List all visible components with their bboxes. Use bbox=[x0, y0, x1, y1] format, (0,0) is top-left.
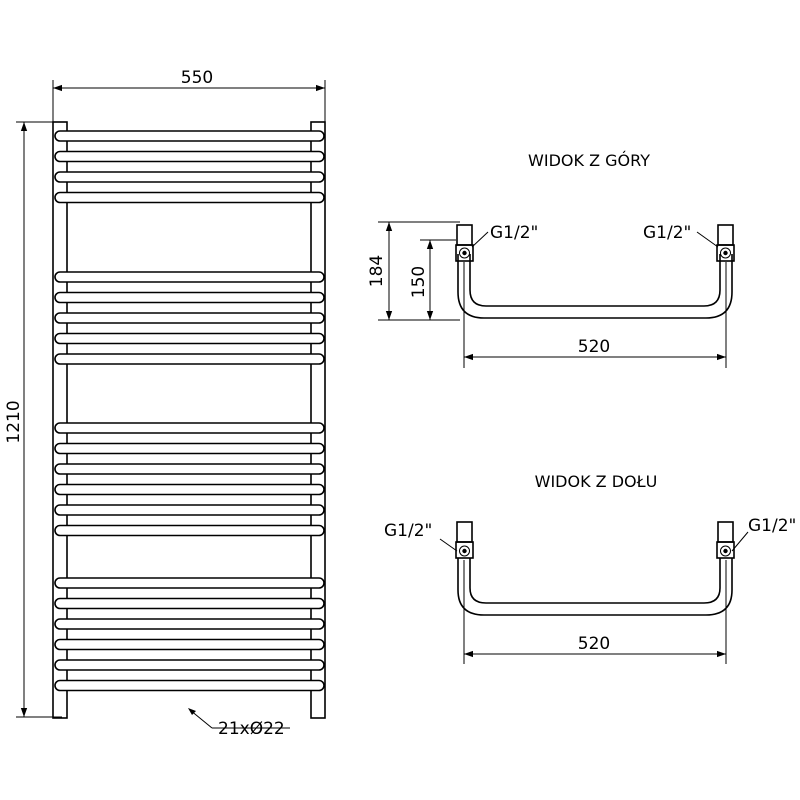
right-collector bbox=[310, 121, 326, 719]
heating-bar bbox=[54, 618, 325, 630]
heating-bar bbox=[54, 442, 325, 455]
bottom-view: WIDOK Z DOŁU G1/2" G1/2" 520 bbox=[384, 472, 796, 664]
top-view-title: WIDOK Z GÓRY bbox=[528, 151, 650, 170]
heating-bar bbox=[54, 638, 325, 651]
top-view-bar-outer bbox=[457, 254, 733, 319]
bottom-left-connector-label: G1/2" bbox=[384, 521, 432, 541]
bottom-right-connector bbox=[716, 521, 735, 559]
top-left-connector bbox=[455, 224, 474, 262]
heating-bars bbox=[54, 130, 325, 692]
heating-bar bbox=[54, 150, 325, 163]
top-right-connector bbox=[716, 224, 735, 262]
heating-bar bbox=[54, 291, 325, 304]
top-spacing-label: 520 bbox=[578, 337, 610, 357]
heating-bar bbox=[54, 130, 325, 142]
heating-bar bbox=[54, 171, 325, 183]
heating-bar bbox=[54, 524, 325, 537]
width-dimension-label: 550 bbox=[181, 68, 213, 88]
bottom-right-connector-leader bbox=[731, 531, 749, 552]
bottom-left-connector-leader bbox=[439, 538, 458, 552]
top-right-connector-leader bbox=[696, 231, 719, 248]
bottom-right-connector-label: G1/2" bbox=[748, 516, 796, 536]
depth-outer-label: 184 bbox=[367, 255, 387, 287]
tubes-leader-arrow bbox=[188, 708, 196, 715]
bottom-view-bar-outer bbox=[457, 558, 733, 616]
heating-bar bbox=[54, 353, 325, 365]
top-view: WIDOK Z GÓRY G1/2" G1/2" 184 bbox=[367, 151, 735, 368]
bottom-spacing-label: 520 bbox=[578, 634, 610, 654]
heating-bar bbox=[54, 422, 325, 434]
top-view-bar-inner bbox=[469, 254, 721, 307]
front-view: 550 1210 21xØ22 bbox=[4, 68, 326, 739]
top-left-connector-leader bbox=[471, 231, 489, 248]
heating-bar bbox=[54, 597, 325, 610]
tubes-label: 21xØ22 bbox=[218, 719, 285, 739]
heating-bar bbox=[54, 271, 325, 283]
heating-bar bbox=[54, 504, 325, 516]
bottom-left-connector bbox=[455, 521, 474, 559]
heating-bar bbox=[54, 659, 325, 671]
heating-bar bbox=[54, 191, 325, 204]
top-left-connector-label: G1/2" bbox=[490, 223, 538, 243]
bottom-view-title: WIDOK Z DOŁU bbox=[535, 472, 658, 491]
heating-bar bbox=[54, 463, 325, 475]
bottom-view-bar-inner bbox=[469, 558, 721, 604]
top-right-connector-label: G1/2" bbox=[643, 223, 691, 243]
heating-bar bbox=[54, 332, 325, 345]
height-dimension-label: 1210 bbox=[4, 400, 24, 443]
heating-bar bbox=[54, 679, 325, 692]
heating-bar bbox=[54, 483, 325, 496]
left-collector bbox=[52, 121, 68, 719]
depth-inner-label: 150 bbox=[409, 266, 429, 298]
heating-bar bbox=[54, 312, 325, 324]
heating-bar bbox=[54, 577, 325, 589]
